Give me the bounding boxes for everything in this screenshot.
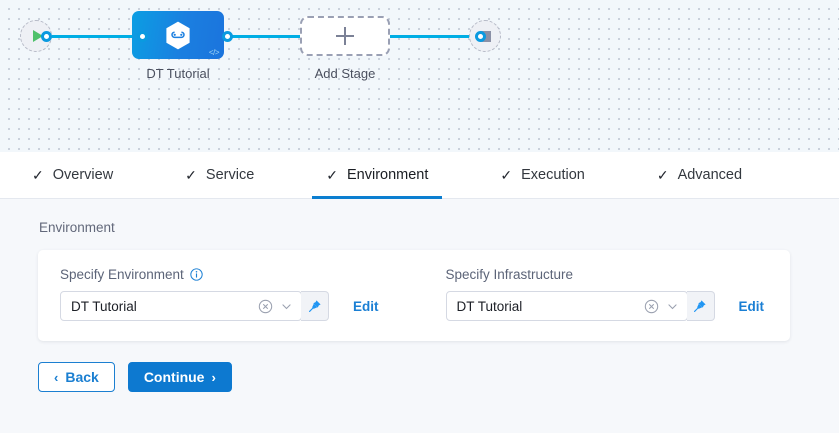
harness-hexagon-icon: [166, 21, 190, 49]
tab-service[interactable]: ✓ Service: [171, 152, 268, 198]
specify-environment-label-row: Specify Environment: [60, 267, 405, 282]
environment-card: Specify Environment DT Tutorial: [38, 250, 790, 341]
connector-start-to-stage: [44, 35, 144, 38]
tab-label: Service: [205, 167, 255, 183]
continue-button[interactable]: Continue ›: [127, 362, 232, 392]
specify-environment-group: Specify Environment DT Tutorial: [60, 267, 405, 321]
tab-execution[interactable]: ✓ Execution: [486, 152, 598, 198]
tab-label: Execution: [521, 167, 585, 183]
check-icon: ✓: [185, 167, 197, 183]
chevron-right-icon: ›: [211, 369, 216, 385]
wizard-footer: ‹ Back Continue ›: [0, 362, 232, 392]
environment-tab-content: Environment Specify Environment DT Tutor…: [0, 199, 839, 433]
stage-label: DT Tutorial: [146, 66, 210, 81]
clear-circle-icon[interactable]: [644, 299, 659, 314]
tab-label: Advanced: [677, 167, 743, 183]
info-icon[interactable]: [190, 268, 203, 281]
add-stage-label: Add Stage: [314, 66, 376, 81]
specify-infrastructure-row: DT Tutorial: [445, 291, 791, 321]
environment-pin-button[interactable]: [301, 291, 329, 321]
tab-environment[interactable]: ✓ Environment: [312, 152, 443, 199]
check-icon: ✓: [500, 167, 513, 183]
stage-output-connector-dot[interactable]: [222, 31, 233, 42]
check-icon: ✓: [656, 167, 669, 183]
pin-icon: [694, 300, 706, 312]
environment-edit-link[interactable]: Edit: [353, 298, 379, 314]
infrastructure-select[interactable]: DT Tutorial: [445, 291, 688, 321]
start-node-connector-dot[interactable]: [41, 31, 52, 42]
add-stage-button[interactable]: [300, 16, 390, 56]
continue-button-label: Continue: [143, 369, 205, 385]
play-icon: [32, 30, 43, 42]
back-button-label: Back: [65, 369, 99, 385]
stage-input-connector-dot[interactable]: [137, 31, 148, 42]
infrastructure-pin-button[interactable]: [686, 291, 715, 321]
check-icon: ✓: [326, 167, 338, 183]
tab-label: Environment: [347, 167, 429, 183]
tab-overview[interactable]: ✓ Overview: [18, 152, 127, 198]
specify-infrastructure-group: Specify Infrastructure DT Tutorial: [445, 267, 791, 321]
clear-circle-icon[interactable]: [258, 299, 273, 314]
specify-environment-label: Specify Environment: [60, 267, 184, 282]
infrastructure-edit-link[interactable]: Edit: [738, 298, 765, 314]
end-node-connector-dot[interactable]: [475, 31, 486, 42]
specify-infrastructure-label: Specify Infrastructure: [445, 267, 574, 282]
infrastructure-select-value: DT Tutorial: [456, 298, 523, 314]
connector-stage-to-add: [228, 35, 304, 38]
back-button[interactable]: ‹ Back: [38, 362, 115, 392]
environment-select[interactable]: DT Tutorial: [60, 291, 302, 321]
chevron-left-icon: ‹: [54, 369, 59, 385]
specify-infrastructure-label-row: Specify Infrastructure: [446, 267, 791, 282]
check-icon: ✓: [32, 167, 44, 183]
chevron-down-icon[interactable]: [666, 300, 679, 313]
tab-label: Overview: [52, 167, 114, 183]
code-glyph-icon: </>: [208, 48, 220, 57]
chevron-down-icon[interactable]: [280, 300, 293, 313]
connector-add-to-end: [388, 35, 480, 38]
specify-environment-row: DT Tutorial: [60, 291, 405, 321]
pin-icon: [308, 300, 321, 312]
plus-icon-bar: [336, 35, 354, 37]
pipeline-canvas[interactable]: </> DT Tutorial Add Stage: [0, 0, 839, 152]
stage-config-tabs: ✓ Overview ✓ Service ✓ Environment ✓ Exe…: [0, 152, 839, 199]
environment-select-value: DT Tutorial: [71, 298, 137, 314]
tab-advanced[interactable]: ✓ Advanced: [643, 152, 756, 198]
section-title: Environment: [39, 220, 115, 235]
